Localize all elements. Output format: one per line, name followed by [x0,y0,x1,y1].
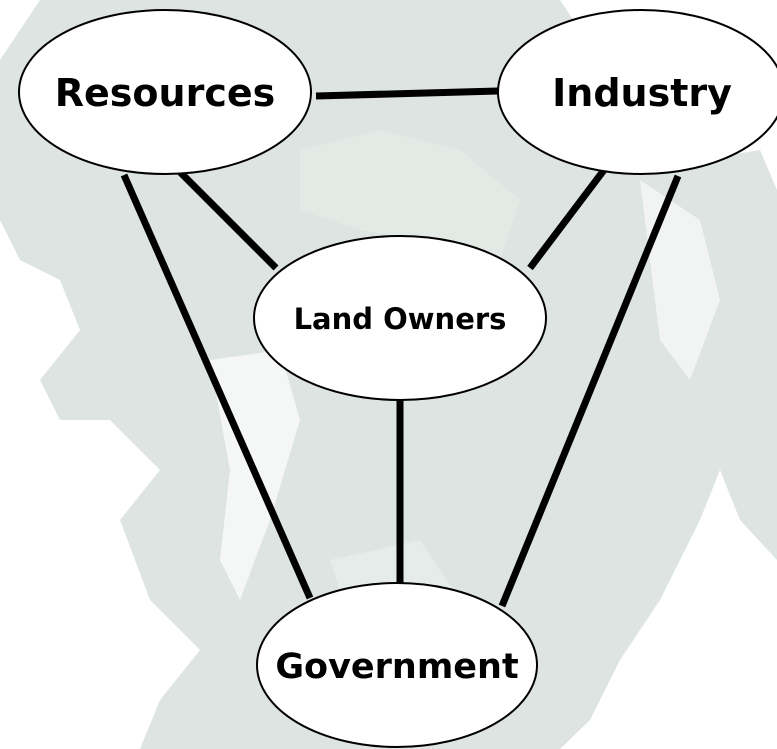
node-land-owners-ellipse [253,235,547,401]
connection-industry-government [498,174,682,608]
map-island-right [640,180,720,380]
node-land-owners-label: Land Owners [294,302,507,336]
connection-resources-government [120,173,314,600]
node-industry-label: Industry [552,71,732,115]
map-island-left [20,400,70,500]
node-resources: Resources [18,9,312,175]
connection-resources-industry [315,87,499,100]
node-government-ellipse [256,582,538,748]
node-government: Government [256,582,538,748]
connection-industry-land-owners [527,167,607,271]
node-resources-ellipse [18,9,312,175]
node-resources-label: Resources [55,71,275,115]
map-coast-upper [300,130,520,260]
connection-resources-land-owners [177,169,279,271]
node-land-owners: Land Owners [253,235,547,401]
node-industry: Industry [497,9,777,175]
connections [120,87,682,608]
node-industry-ellipse [497,9,777,175]
node-government-label: Government [275,647,518,687]
